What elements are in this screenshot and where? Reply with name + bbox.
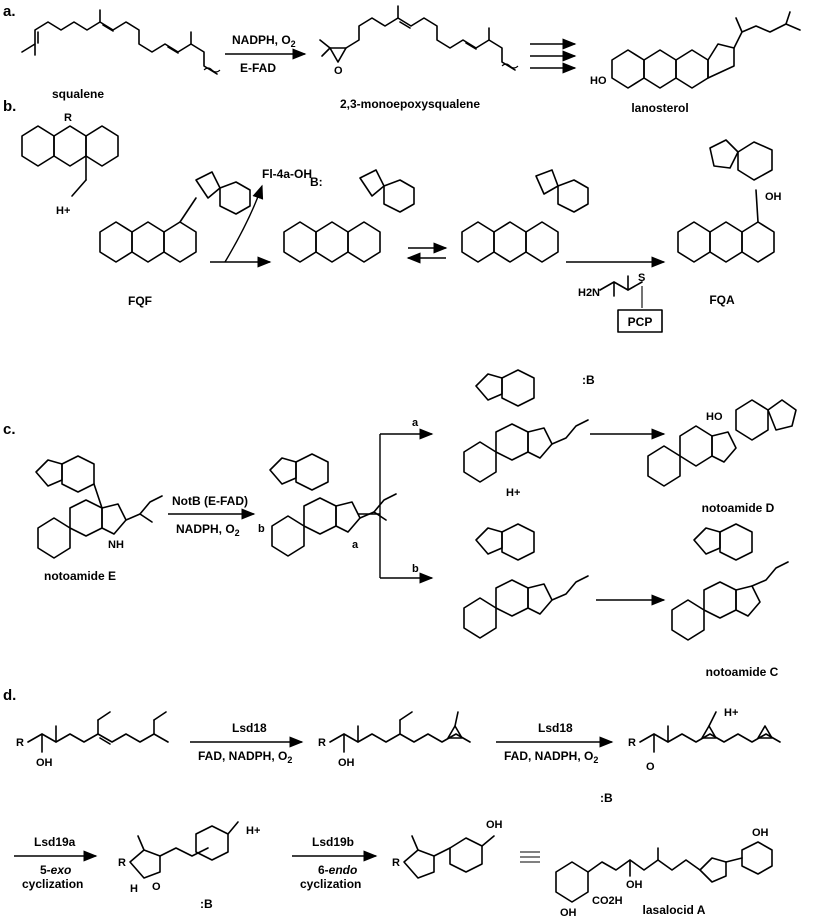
- notoamide-e-nh: NH: [108, 539, 124, 551]
- alanine-s-atom: S: [638, 272, 645, 284]
- lsd-monoepoxide-structure: [329, 711, 471, 753]
- thf-h-plus: H+: [246, 825, 260, 837]
- path-a-marker: a: [352, 539, 359, 551]
- compound-fqf: FQF: [128, 294, 152, 308]
- thp-r-atom: R: [392, 857, 400, 869]
- path-a-h-plus: H+: [506, 487, 520, 499]
- diepoxide-h-plus: H+: [724, 707, 738, 719]
- thf-intermediate-structure: [129, 821, 239, 879]
- compound-notoamide-d: notoamide D: [702, 501, 775, 515]
- fqa-structure: [677, 139, 775, 263]
- path-a-intermediate-structure: [463, 369, 589, 483]
- reagents-d2: FAD, NADPH, O2: [504, 749, 598, 765]
- multi-step-arrows: [530, 38, 577, 74]
- panel-label-c: c.: [3, 421, 16, 438]
- notoamide-d-ho: HO: [706, 411, 723, 423]
- thf-thp-structure: [403, 835, 495, 879]
- thp-oh: OH: [486, 819, 503, 831]
- lsd-substrate-structure: [27, 711, 169, 753]
- enzyme-notb: NotB (E-FAD): [172, 494, 248, 508]
- arrow-release-fl4aoh: [224, 184, 264, 263]
- lanosterol-ho-atom: HO: [590, 75, 607, 87]
- flavin-h-plus: H+: [56, 205, 70, 217]
- compound-notoamide-e: notoamide E: [44, 569, 116, 583]
- thf-h-atom: H: [130, 883, 138, 895]
- flavin-r-atom: R: [64, 112, 72, 124]
- branch-label-a: a: [412, 417, 419, 429]
- squalene-structure: [21, 9, 221, 75]
- alanine-h2n: H2N: [578, 287, 600, 299]
- lasalocid-oh-ring: OH: [560, 907, 577, 919]
- compound-lanosterol: lanosterol: [631, 101, 688, 115]
- enzyme-lsd19b: Lsd19b: [312, 835, 354, 849]
- base-label-d2: :B: [200, 897, 213, 911]
- notoamide-c-structure: [671, 523, 789, 641]
- epoxide-o-atom: O: [334, 65, 343, 77]
- fqf-structure: [99, 171, 251, 263]
- hydroxy-intermediate-structure: [283, 169, 415, 263]
- pcp-box-label: PCP: [628, 315, 653, 329]
- branch-lines: [358, 428, 434, 584]
- diepoxide-r-atom: R: [628, 737, 636, 749]
- thf-r-atom: R: [118, 857, 126, 869]
- substrate-r-atom: R: [16, 737, 24, 749]
- compound-squalene: squalene: [52, 87, 104, 101]
- thf-o-atom: O: [152, 881, 161, 893]
- compound-monoepoxysqualene: 2,3-monoepoxysqualene: [340, 97, 480, 111]
- lasalocid-oh-thp: OH: [752, 827, 769, 839]
- compound-notoamide-c: notoamide C: [706, 665, 779, 679]
- label-fl-4a-oh: Fl-4a-OH: [262, 167, 312, 181]
- lanosterol-structure: [611, 11, 801, 89]
- epoxide-intermediate-structure: [461, 169, 589, 263]
- monoepoxide-oh: OH: [338, 757, 355, 769]
- step-6-endo: 6-endo: [318, 863, 357, 877]
- panel-label-d: d.: [3, 687, 16, 704]
- monoepoxysqualene-structure: [319, 5, 519, 71]
- base-label-d1: :B: [600, 791, 613, 805]
- compound-fqa: FQA: [709, 293, 735, 307]
- compound-lasalocid-a: lasalocid A: [643, 903, 706, 917]
- base-label-b: B:: [310, 175, 323, 189]
- alanine-pcp-structure: [599, 275, 663, 333]
- step-3-cyclization: cyclization: [22, 877, 83, 891]
- monoepoxide-r-atom: R: [318, 737, 326, 749]
- equilibrium-arrows: [406, 242, 448, 264]
- notoamide-epoxide-structure: [269, 453, 397, 557]
- diepoxide-o-atom: O: [646, 761, 655, 773]
- flavin-hydroperoxide-structure: [21, 125, 119, 197]
- reagent-nadph-o2: NADPH, O2: [232, 33, 296, 49]
- path-b-marker: b: [258, 523, 265, 535]
- panel-label-a: a.: [3, 3, 16, 20]
- lasalocid-oh-chain: OH: [626, 879, 643, 891]
- step-5-exo: 5-exo: [40, 863, 71, 877]
- reagents-d1: FAD, NADPH, O2: [198, 749, 292, 765]
- enzyme-lsd18-2: Lsd18: [538, 721, 573, 735]
- panel-label-b: b.: [3, 98, 16, 115]
- enzyme-lsd18-1: Lsd18: [232, 721, 267, 735]
- branch-label-b: b: [412, 563, 419, 575]
- reagent-c1: NADPH, O2: [176, 522, 240, 538]
- notoamide-e-structure: [35, 455, 163, 559]
- lasalocid-a-structure: [555, 841, 773, 903]
- notoamide-d-structure: [647, 399, 797, 487]
- base-label-c: :B: [582, 373, 595, 387]
- path-b-intermediate-structure: [463, 523, 589, 639]
- enzyme-lsd19a: Lsd19a: [34, 835, 76, 849]
- lasalocid-co2h: CO2H: [592, 895, 623, 907]
- step-4-cyclization: cyclization: [300, 877, 361, 891]
- lsd-diepoxide-structure: [639, 711, 781, 753]
- substrate-oh: OH: [36, 757, 53, 769]
- fqa-oh: OH: [765, 191, 782, 203]
- reagent-e-fad: E-FAD: [240, 61, 276, 75]
- equivalence-symbol: [520, 851, 540, 863]
